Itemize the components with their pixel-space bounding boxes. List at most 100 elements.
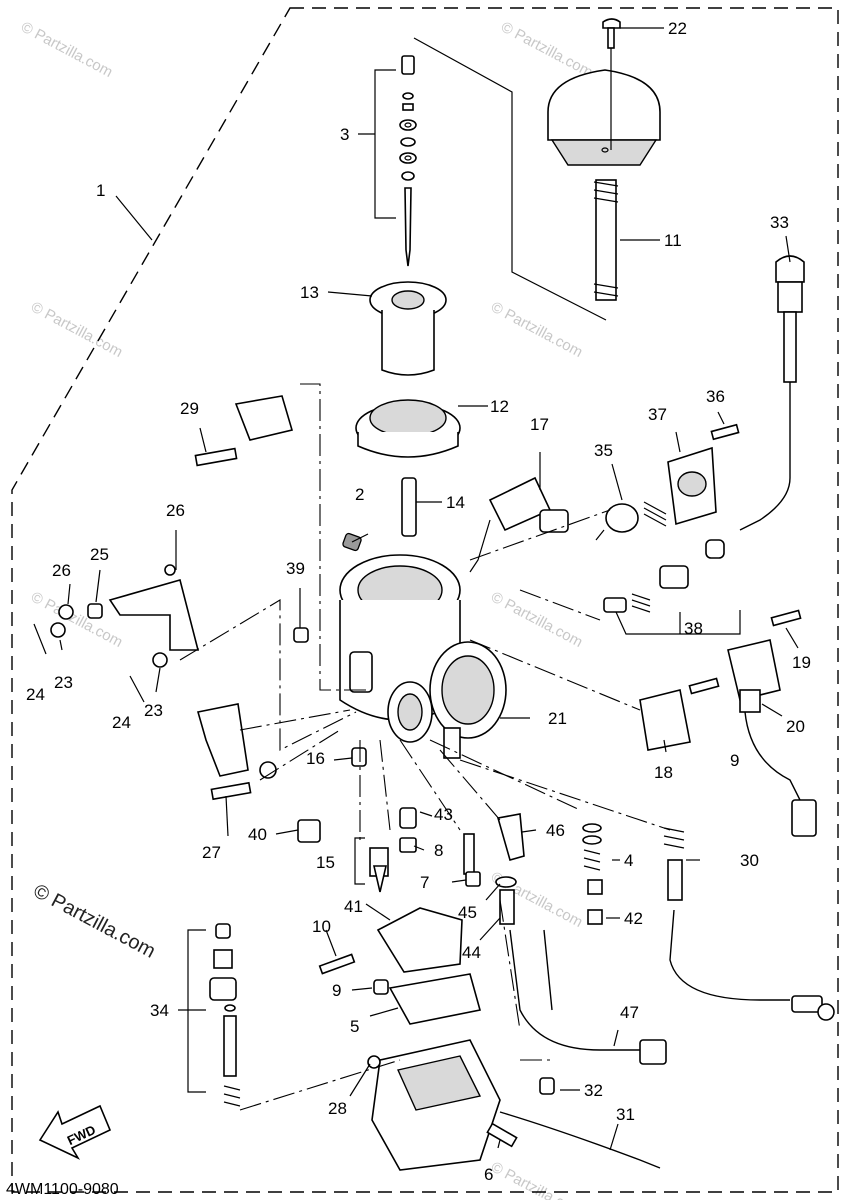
callout-20: 20 xyxy=(786,717,805,736)
part-needle-jet xyxy=(401,477,417,537)
part-cotter-pins-24 xyxy=(33,623,145,703)
callout-23a: 23 xyxy=(54,673,73,692)
callout-4: 4 xyxy=(624,851,633,870)
callout-26a: 26 xyxy=(52,561,71,580)
part-screw-39 xyxy=(293,627,309,643)
callout-42: 42 xyxy=(624,909,643,928)
part-plug-16 xyxy=(351,747,367,767)
callout-24b: 24 xyxy=(112,713,131,732)
part-hose xyxy=(543,929,553,1011)
part-cable-assy-30 xyxy=(663,827,835,1021)
part-throttle-valve-spring xyxy=(593,179,619,301)
callout-16: 16 xyxy=(306,749,325,768)
part-screw-27 xyxy=(210,781,252,801)
part-bracket-29 xyxy=(194,395,294,467)
part-float-pin xyxy=(318,953,356,975)
watermark: © Partzilla.com xyxy=(18,19,115,81)
part-hose-47 xyxy=(509,929,640,1051)
callout-13: 13 xyxy=(300,283,319,302)
callout-46: 46 xyxy=(546,821,565,840)
callout-43: 43 xyxy=(434,805,453,824)
callout-31: 31 xyxy=(616,1105,635,1124)
callout-18: 18 xyxy=(654,763,673,782)
part-drain-screw-44 xyxy=(499,889,515,925)
callout-21: 21 xyxy=(548,709,567,728)
callout-11: 11 xyxy=(664,231,682,250)
leader xyxy=(413,37,607,321)
part-43 xyxy=(399,807,417,829)
callout-24a: 24 xyxy=(26,685,45,704)
callout-39: 39 xyxy=(286,559,305,578)
callout-47: 47 xyxy=(620,1003,639,1022)
assembly-lines xyxy=(179,383,671,1111)
part-jet-40 xyxy=(297,819,321,843)
part-oring-45 xyxy=(495,876,517,888)
part-screw-36 xyxy=(710,423,740,441)
part-float-chamber xyxy=(371,1039,501,1171)
callout-40: 40 xyxy=(248,825,267,844)
callout-12: 12 xyxy=(490,397,509,416)
callout-leaders xyxy=(59,27,799,1151)
part-collar-25 xyxy=(87,603,103,619)
part-float-chamber-gasket xyxy=(388,973,482,1025)
callout-19: 19 xyxy=(792,653,811,672)
fwd-arrow-icon: FWD xyxy=(38,1104,112,1160)
part-washer-23b xyxy=(152,652,168,668)
part-washer-26 xyxy=(58,604,74,620)
callout-28: 28 xyxy=(328,1099,347,1118)
part-screw-9-right xyxy=(688,677,720,695)
callout-29: 29 xyxy=(180,399,199,418)
callout-15: 15 xyxy=(316,853,335,872)
callout-3: 3 xyxy=(340,125,349,144)
callout-37: 37 xyxy=(648,405,667,424)
part-hose-31 xyxy=(499,1111,661,1169)
callout-2: 2 xyxy=(355,485,364,504)
callout-10: 10 xyxy=(312,917,331,936)
part-cover-37 xyxy=(667,446,717,526)
part-7 xyxy=(465,871,481,887)
callout-36: 36 xyxy=(706,387,725,406)
part-diaphragm-35 xyxy=(595,501,667,541)
assembly-boundary xyxy=(11,7,839,1193)
callout-6: 6 xyxy=(484,1165,493,1184)
part-screw-32 xyxy=(539,1077,555,1095)
callout-32: 32 xyxy=(584,1081,603,1100)
watermark: © Partzilla.com xyxy=(28,299,125,361)
part-carburetor-body xyxy=(339,554,507,759)
part-float-valve-kit xyxy=(354,837,389,893)
watermark: © Partzilla.com xyxy=(488,299,585,361)
callout-27: 27 xyxy=(202,843,221,862)
part-joint-17 xyxy=(469,476,569,573)
callout-14: 14 xyxy=(446,493,465,512)
watermark: © Partzilla.com xyxy=(488,589,585,651)
part-jet-needle-kit xyxy=(374,55,417,267)
watermark: © Partzilla.com xyxy=(488,1159,585,1200)
callout-labels: 1 2 3 4 5 6 7 8 9 9 10 11 12 13 14 15 16… xyxy=(26,19,811,1184)
callout-35: 35 xyxy=(594,441,613,460)
callout-38: 38 xyxy=(684,619,703,638)
part-screw-9-left xyxy=(373,979,389,995)
callout-23b: 23 xyxy=(144,701,163,720)
callout-34: 34 xyxy=(150,1001,169,1020)
part-accel-pump-kit xyxy=(582,823,603,895)
callout-30: 30 xyxy=(740,851,759,870)
watermark: © Partzilla.com xyxy=(498,19,595,81)
part-coupler-47 xyxy=(639,1039,667,1065)
callout-7: 7 xyxy=(420,873,429,892)
part-screw-6 xyxy=(486,1122,518,1148)
callout-5: 5 xyxy=(350,1017,359,1036)
callout-17: 17 xyxy=(530,415,549,434)
part-starter-plunger-kit xyxy=(603,539,741,635)
part-float xyxy=(376,907,463,973)
callout-45: 45 xyxy=(458,903,477,922)
callout-9-left: 9 xyxy=(332,981,341,1000)
diagram-code: 4WM1100-9080 xyxy=(6,1181,119,1198)
watermark: © Partzilla.com xyxy=(28,589,125,651)
part-8 xyxy=(399,837,417,853)
callout-44: 44 xyxy=(462,943,481,962)
part-throttle-lever-bracket xyxy=(108,564,200,651)
callout-26b: 26 xyxy=(166,501,185,520)
part-oring-28 xyxy=(367,1055,381,1069)
part-throttle-position-sensor xyxy=(639,639,817,837)
callout-25: 25 xyxy=(90,545,109,564)
